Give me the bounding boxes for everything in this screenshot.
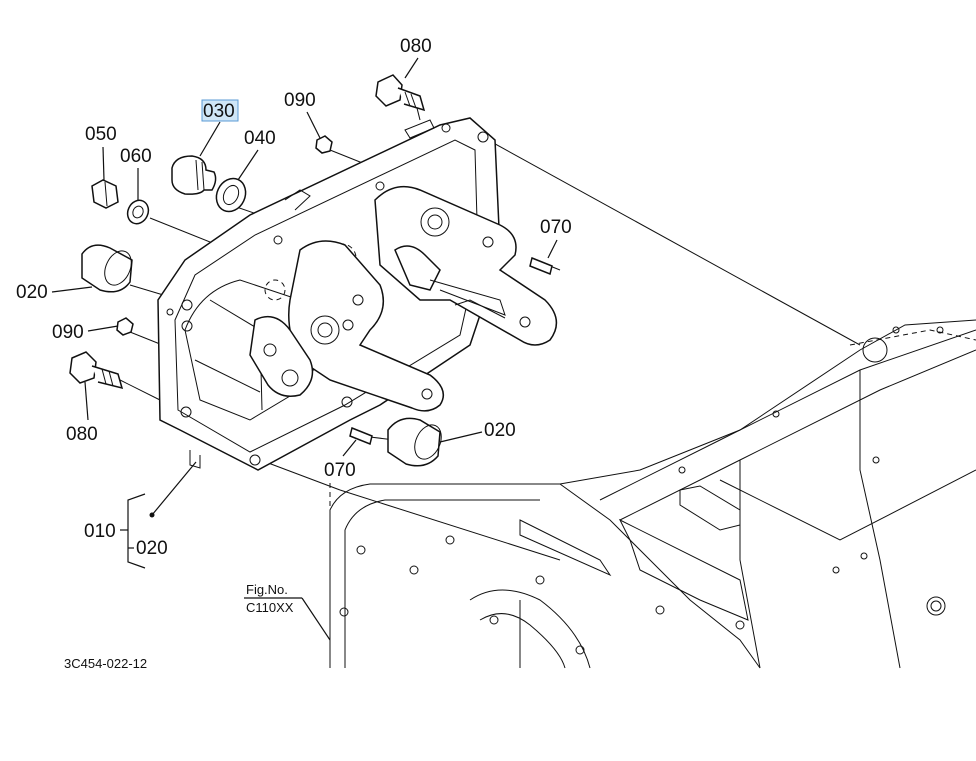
- callout-080-left[interactable]: 080: [66, 424, 98, 445]
- callout-040[interactable]: 040: [244, 128, 276, 149]
- callout-020-group[interactable]: 020: [136, 538, 168, 559]
- bolt-080-top[interactable]: [375, 74, 426, 112]
- callout-030[interactable]: 030: [203, 101, 235, 122]
- washer-040[interactable]: [211, 174, 251, 217]
- bushing-020-right[interactable]: [387, 417, 446, 467]
- plug-030[interactable]: [171, 155, 217, 195]
- plug-090-top[interactable]: [315, 135, 333, 154]
- callout-020-left[interactable]: 020: [16, 282, 48, 303]
- bolt-080-left[interactable]: [69, 351, 124, 390]
- callout-070-bottom[interactable]: 070: [324, 460, 356, 481]
- callout-090-left[interactable]: 090: [52, 322, 84, 343]
- transmission-housing: [329, 319, 976, 669]
- callout-080-top[interactable]: 080: [400, 36, 432, 57]
- fig-ref-link[interactable]: C110XX: [246, 600, 294, 615]
- callout-070-right[interactable]: 070: [540, 217, 572, 238]
- callout-060[interactable]: 060: [120, 146, 152, 167]
- assembly-bracket: [120, 493, 155, 569]
- plug-090-left[interactable]: [116, 317, 134, 336]
- plug-050[interactable]: [91, 179, 119, 209]
- callout-010[interactable]: 010: [84, 521, 116, 542]
- pin-070-right[interactable]: [529, 256, 553, 276]
- callout-030-highlight: [201, 99, 239, 122]
- leader-lines: [51, 57, 558, 641]
- washer-060[interactable]: [124, 197, 152, 227]
- lift-arms: [249, 185, 558, 412]
- callout-020-right[interactable]: 020: [484, 420, 516, 441]
- diagram-code: 3C454-022-12: [64, 656, 147, 671]
- callout-050[interactable]: 050: [85, 124, 117, 145]
- bushing-020-left[interactable]: [81, 244, 136, 293]
- pin-070-bottom[interactable]: [349, 426, 373, 446]
- callout-090-top[interactable]: 090: [284, 90, 316, 111]
- fig-ref-title: Fig.No.: [246, 582, 288, 597]
